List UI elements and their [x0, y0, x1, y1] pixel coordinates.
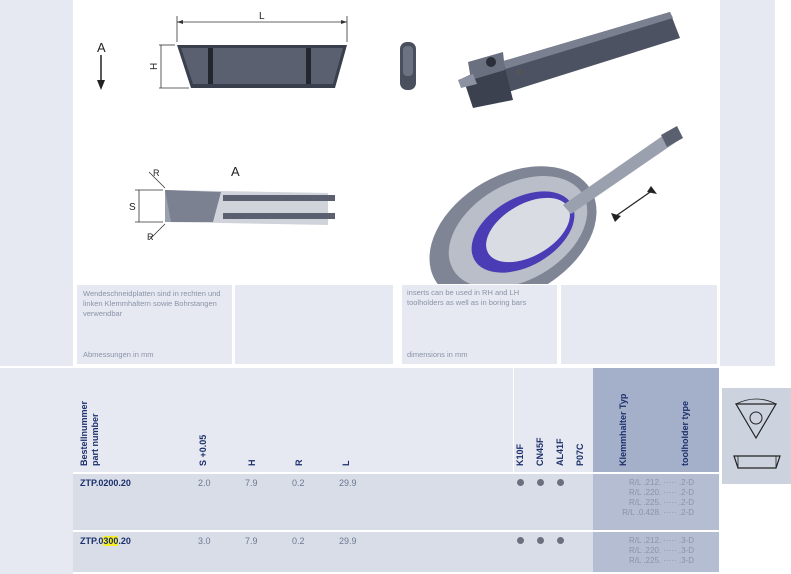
header-l: L	[341, 460, 351, 467]
header-grade-k10f: K10F	[515, 443, 525, 466]
left-margin-panel	[0, 0, 73, 366]
dim-s-label: S	[129, 202, 136, 213]
holder-row-2	[593, 532, 719, 572]
toolholder-3d	[458, 12, 680, 108]
row-r-value: 0.2	[292, 478, 305, 488]
insert-side-view: L H	[149, 11, 348, 89]
technical-drawing: A L H	[97, 11, 683, 304]
row-r-value: 0.2	[292, 536, 305, 546]
left-margin-lower	[0, 368, 73, 574]
row-h-value: 7.9	[245, 478, 258, 488]
header-part-de: Bestellnummer	[79, 400, 89, 466]
header-grade-p07c: P07C	[575, 443, 585, 466]
holder-line: R/L .212. ····· .3-D	[628, 536, 694, 545]
right-margin-panel	[720, 0, 775, 366]
dim-l-label: L	[259, 11, 265, 22]
header-h: H	[247, 459, 257, 467]
header-grade-cn45f: CN45F	[535, 437, 545, 466]
note-en-text: inserts can be used in RH and LH toolhol…	[407, 288, 527, 307]
holder-line: R/L .225. ····· .2-D	[628, 498, 694, 507]
grade-row-1	[513, 474, 593, 530]
row-part-number: ZTP.0300.20	[80, 536, 131, 546]
insert-end-view	[400, 42, 416, 90]
part-highlight: 300	[103, 536, 119, 546]
notes-strip: Wendeschneidplatten sind in rechten und …	[73, 284, 720, 364]
row-l-value: 29.9	[339, 536, 357, 546]
holder-row-1	[593, 474, 719, 530]
holder-line: R/L .220. ····· .3-D	[628, 546, 694, 555]
holder-list-2: R/L .212. ····· .3-D R/L .220. ····· .3-…	[596, 536, 694, 566]
part-suffix: .20	[118, 536, 131, 546]
note-de-dims: Abmessungen in mm	[83, 350, 154, 359]
boring-ring-3d	[429, 126, 683, 304]
grade-dot-cn45f	[537, 537, 544, 544]
note-de-text: Wendeschneidplatten sind in rechten und …	[83, 289, 221, 318]
grade-row-2	[513, 532, 593, 572]
insert-top-view: A S R R	[129, 164, 335, 242]
row-l-value: 29.9	[339, 478, 357, 488]
header-grade-al41f: AL41F	[555, 438, 565, 466]
header-part-en: part number	[90, 413, 100, 466]
table-row	[73, 474, 513, 530]
header-holder-de: Klemmhalter Typ	[618, 393, 628, 466]
header-holder-en: toolholder type	[680, 401, 690, 466]
drawing-area: A L H	[73, 0, 720, 304]
holder-line: R/L .0.428. ····· .2-D	[622, 508, 694, 517]
table-header	[73, 368, 513, 472]
grade-dot-cn45f	[537, 479, 544, 486]
insert-side-icon	[733, 455, 781, 469]
grade-dot-al41f	[557, 537, 564, 544]
holder-line: R/L .225. ····· .3-D	[628, 556, 694, 565]
view-a-label: A	[97, 40, 106, 55]
holder-header	[593, 368, 719, 472]
insert-triangle-icon	[734, 398, 778, 440]
row-h-value: 7.9	[245, 536, 258, 546]
note-de-box	[77, 285, 232, 364]
row-s-value: 3.0	[198, 536, 211, 546]
header-s: S +0.05	[198, 434, 208, 466]
holder-list-1: R/L .212. ····· .2-D R/L .220. ····· .2-…	[596, 478, 694, 518]
row-part-number: ZTP.0200.20	[80, 478, 131, 488]
note-en-dims: dimensions in mm	[407, 350, 468, 359]
insert-icon-panel	[722, 388, 791, 484]
table-row	[73, 532, 513, 572]
holder-line: R/L .220. ····· .2-D	[628, 488, 694, 497]
part-prefix: ZTP.0	[80, 536, 104, 546]
grade-header	[513, 368, 594, 472]
dim-h-label: H	[149, 63, 160, 70]
dim-r-bottom-label: R	[147, 232, 154, 242]
grade-dot-al41f	[557, 479, 564, 486]
dim-r-top-label: R	[153, 168, 160, 178]
note-en-extra-box	[561, 285, 717, 364]
holder-line: R/L .212. ····· .2-D	[628, 478, 694, 487]
note-en-box	[402, 285, 557, 364]
view-a-side-label: A	[231, 164, 240, 179]
row-s-value: 2.0	[198, 478, 211, 488]
grade-dot-k10f	[517, 479, 524, 486]
grade-dot-k10f	[517, 537, 524, 544]
note-de-extra-box	[235, 285, 393, 364]
view-arrow-icon	[97, 55, 105, 90]
header-r: R	[294, 459, 304, 467]
